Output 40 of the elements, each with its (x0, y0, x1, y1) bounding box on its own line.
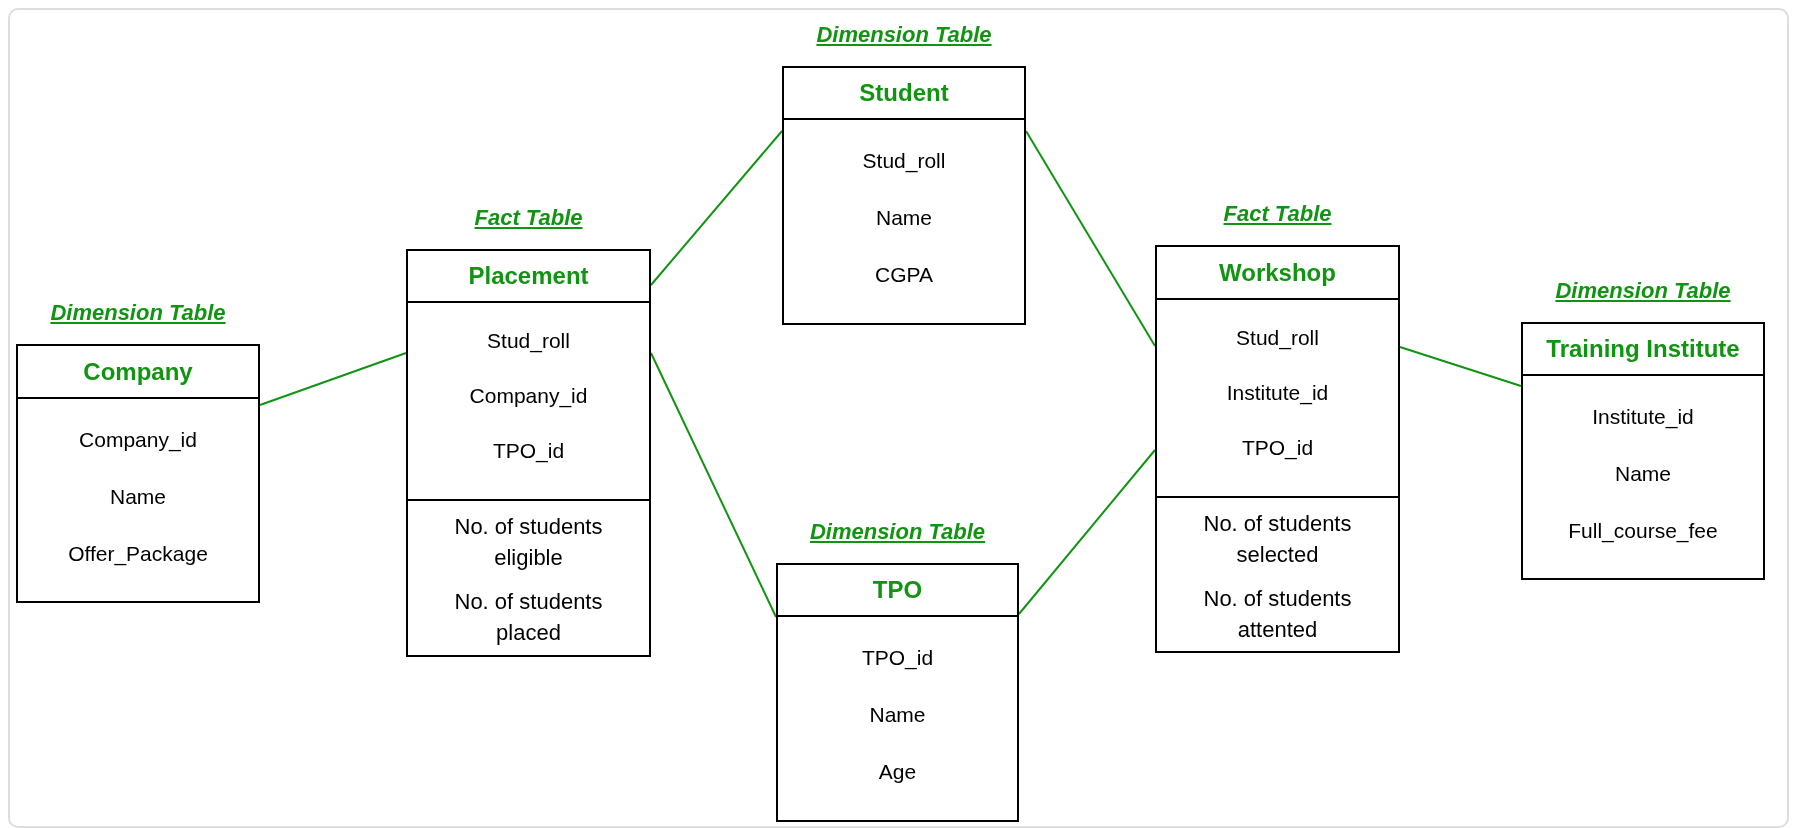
measure-name: No. of students placed (453, 588, 604, 647)
column-name: Company_id (468, 383, 589, 410)
column-name: Institute_id (1591, 404, 1695, 431)
table-type-heading: Dimension Table (1554, 278, 1732, 304)
column-name: Offer_Package (67, 541, 209, 568)
column-name: TPO_id (491, 438, 566, 465)
measure-name: No. of students eligible (453, 513, 604, 572)
table-type-heading: Dimension Table (815, 22, 993, 48)
column-name: TPO_id (860, 645, 935, 672)
table-name: Placement (408, 251, 649, 303)
column-name: Name (868, 702, 927, 728)
table-name: Company (18, 346, 258, 399)
column-name: Full_course_fee (1567, 518, 1719, 545)
table-type-heading: Dimension Table (808, 519, 987, 545)
connector-line (650, 130, 783, 286)
table-name: Workshop (1157, 247, 1398, 300)
column-name: Name (1614, 461, 1672, 487)
measure-name: No. of students attented (1202, 585, 1353, 644)
table-name: Student (784, 68, 1024, 120)
measure-name: No. of students selected (1202, 510, 1353, 569)
table-name: Training Institute (1523, 324, 1763, 376)
column-name: Institute_id (1225, 380, 1330, 407)
connector-line (650, 352, 777, 618)
connector-line (259, 352, 407, 406)
column-name: Stud_roll (861, 148, 947, 175)
column-name: Age (877, 759, 918, 785)
column-name: Name (875, 205, 933, 231)
column-name: Company_id (78, 427, 198, 454)
column-name: Name (109, 484, 167, 510)
column-name: Stud_roll (486, 328, 571, 355)
column-name: Stud_roll (1235, 325, 1320, 352)
table-type-heading: Fact Table (1222, 201, 1333, 227)
table-name: TPO (778, 565, 1017, 617)
connector-line (1399, 346, 1522, 387)
column-name: CGPA (874, 262, 934, 288)
column-name: TPO_id (1240, 435, 1315, 462)
connector-line (1018, 449, 1156, 615)
connector-line (1025, 130, 1156, 347)
table-type-heading: Dimension Table (49, 300, 227, 326)
table-type-heading: Fact Table (473, 205, 584, 231)
